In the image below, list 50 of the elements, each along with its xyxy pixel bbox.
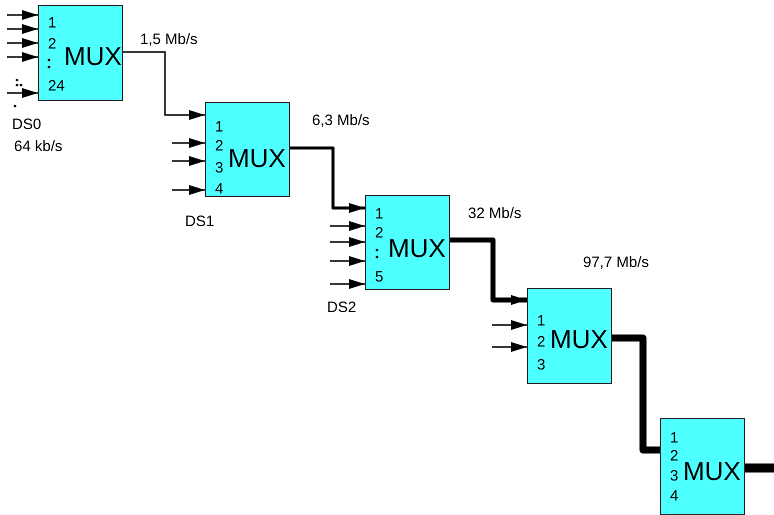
port-number: 2: [215, 138, 224, 154]
multiplexer-box: [38, 5, 123, 101]
arrow: [330, 256, 365, 266]
edge-label: 1,5 Mb/s: [138, 31, 200, 48]
signal-label: DS1: [184, 213, 216, 230]
edge-label: 97,7 Mb/s: [581, 254, 651, 271]
port-number: 1: [537, 314, 546, 328]
arrow: [330, 221, 365, 231]
port-number: 1: [48, 16, 56, 30]
arrow: [7, 38, 38, 48]
arrow: [172, 138, 205, 148]
node-label: MUX: [683, 458, 741, 484]
arrow: [330, 237, 365, 247]
port-number: 3: [537, 358, 546, 372]
arrow: [492, 342, 527, 352]
port-number: 3: [670, 468, 678, 484]
port-number: 24: [48, 78, 65, 94]
arrow: [7, 10, 38, 20]
port-number: 2: [375, 226, 384, 240]
multiplexer-box: [365, 195, 450, 290]
arrow: [172, 185, 205, 195]
signal-label: 64 kb/s: [13, 138, 64, 155]
multiplexer-box: [527, 288, 612, 384]
signal-label: DS0: [11, 116, 42, 133]
port-number: 1: [215, 120, 224, 134]
port-number: 1: [375, 206, 384, 222]
edge-label: 6,3 Mb/s: [310, 112, 372, 129]
port-number: 4: [670, 488, 678, 504]
multiplexer-box: [660, 418, 745, 515]
arrow: [7, 24, 38, 34]
arrow: [7, 88, 38, 98]
port-number: 2: [48, 36, 56, 52]
signal-label: DS2: [326, 299, 358, 316]
port-number: 3: [215, 160, 224, 176]
node-label: MUX: [388, 235, 446, 261]
multiplexer-box: [205, 102, 290, 197]
port-number: 2: [537, 334, 546, 350]
arrow: [172, 156, 205, 166]
arrow: [7, 52, 38, 62]
port-number: 4: [215, 182, 224, 196]
port-number: 5: [375, 270, 384, 284]
arrow: [492, 320, 527, 330]
arrow: [123, 51, 205, 120]
arrow: [330, 279, 365, 289]
port-number: 2: [670, 448, 678, 464]
port-number: 1: [670, 430, 678, 446]
node-label: MUX: [228, 145, 286, 171]
node-label: MUX: [550, 326, 608, 352]
arrow: [288, 146, 366, 213]
node-label: MUX: [64, 43, 122, 69]
